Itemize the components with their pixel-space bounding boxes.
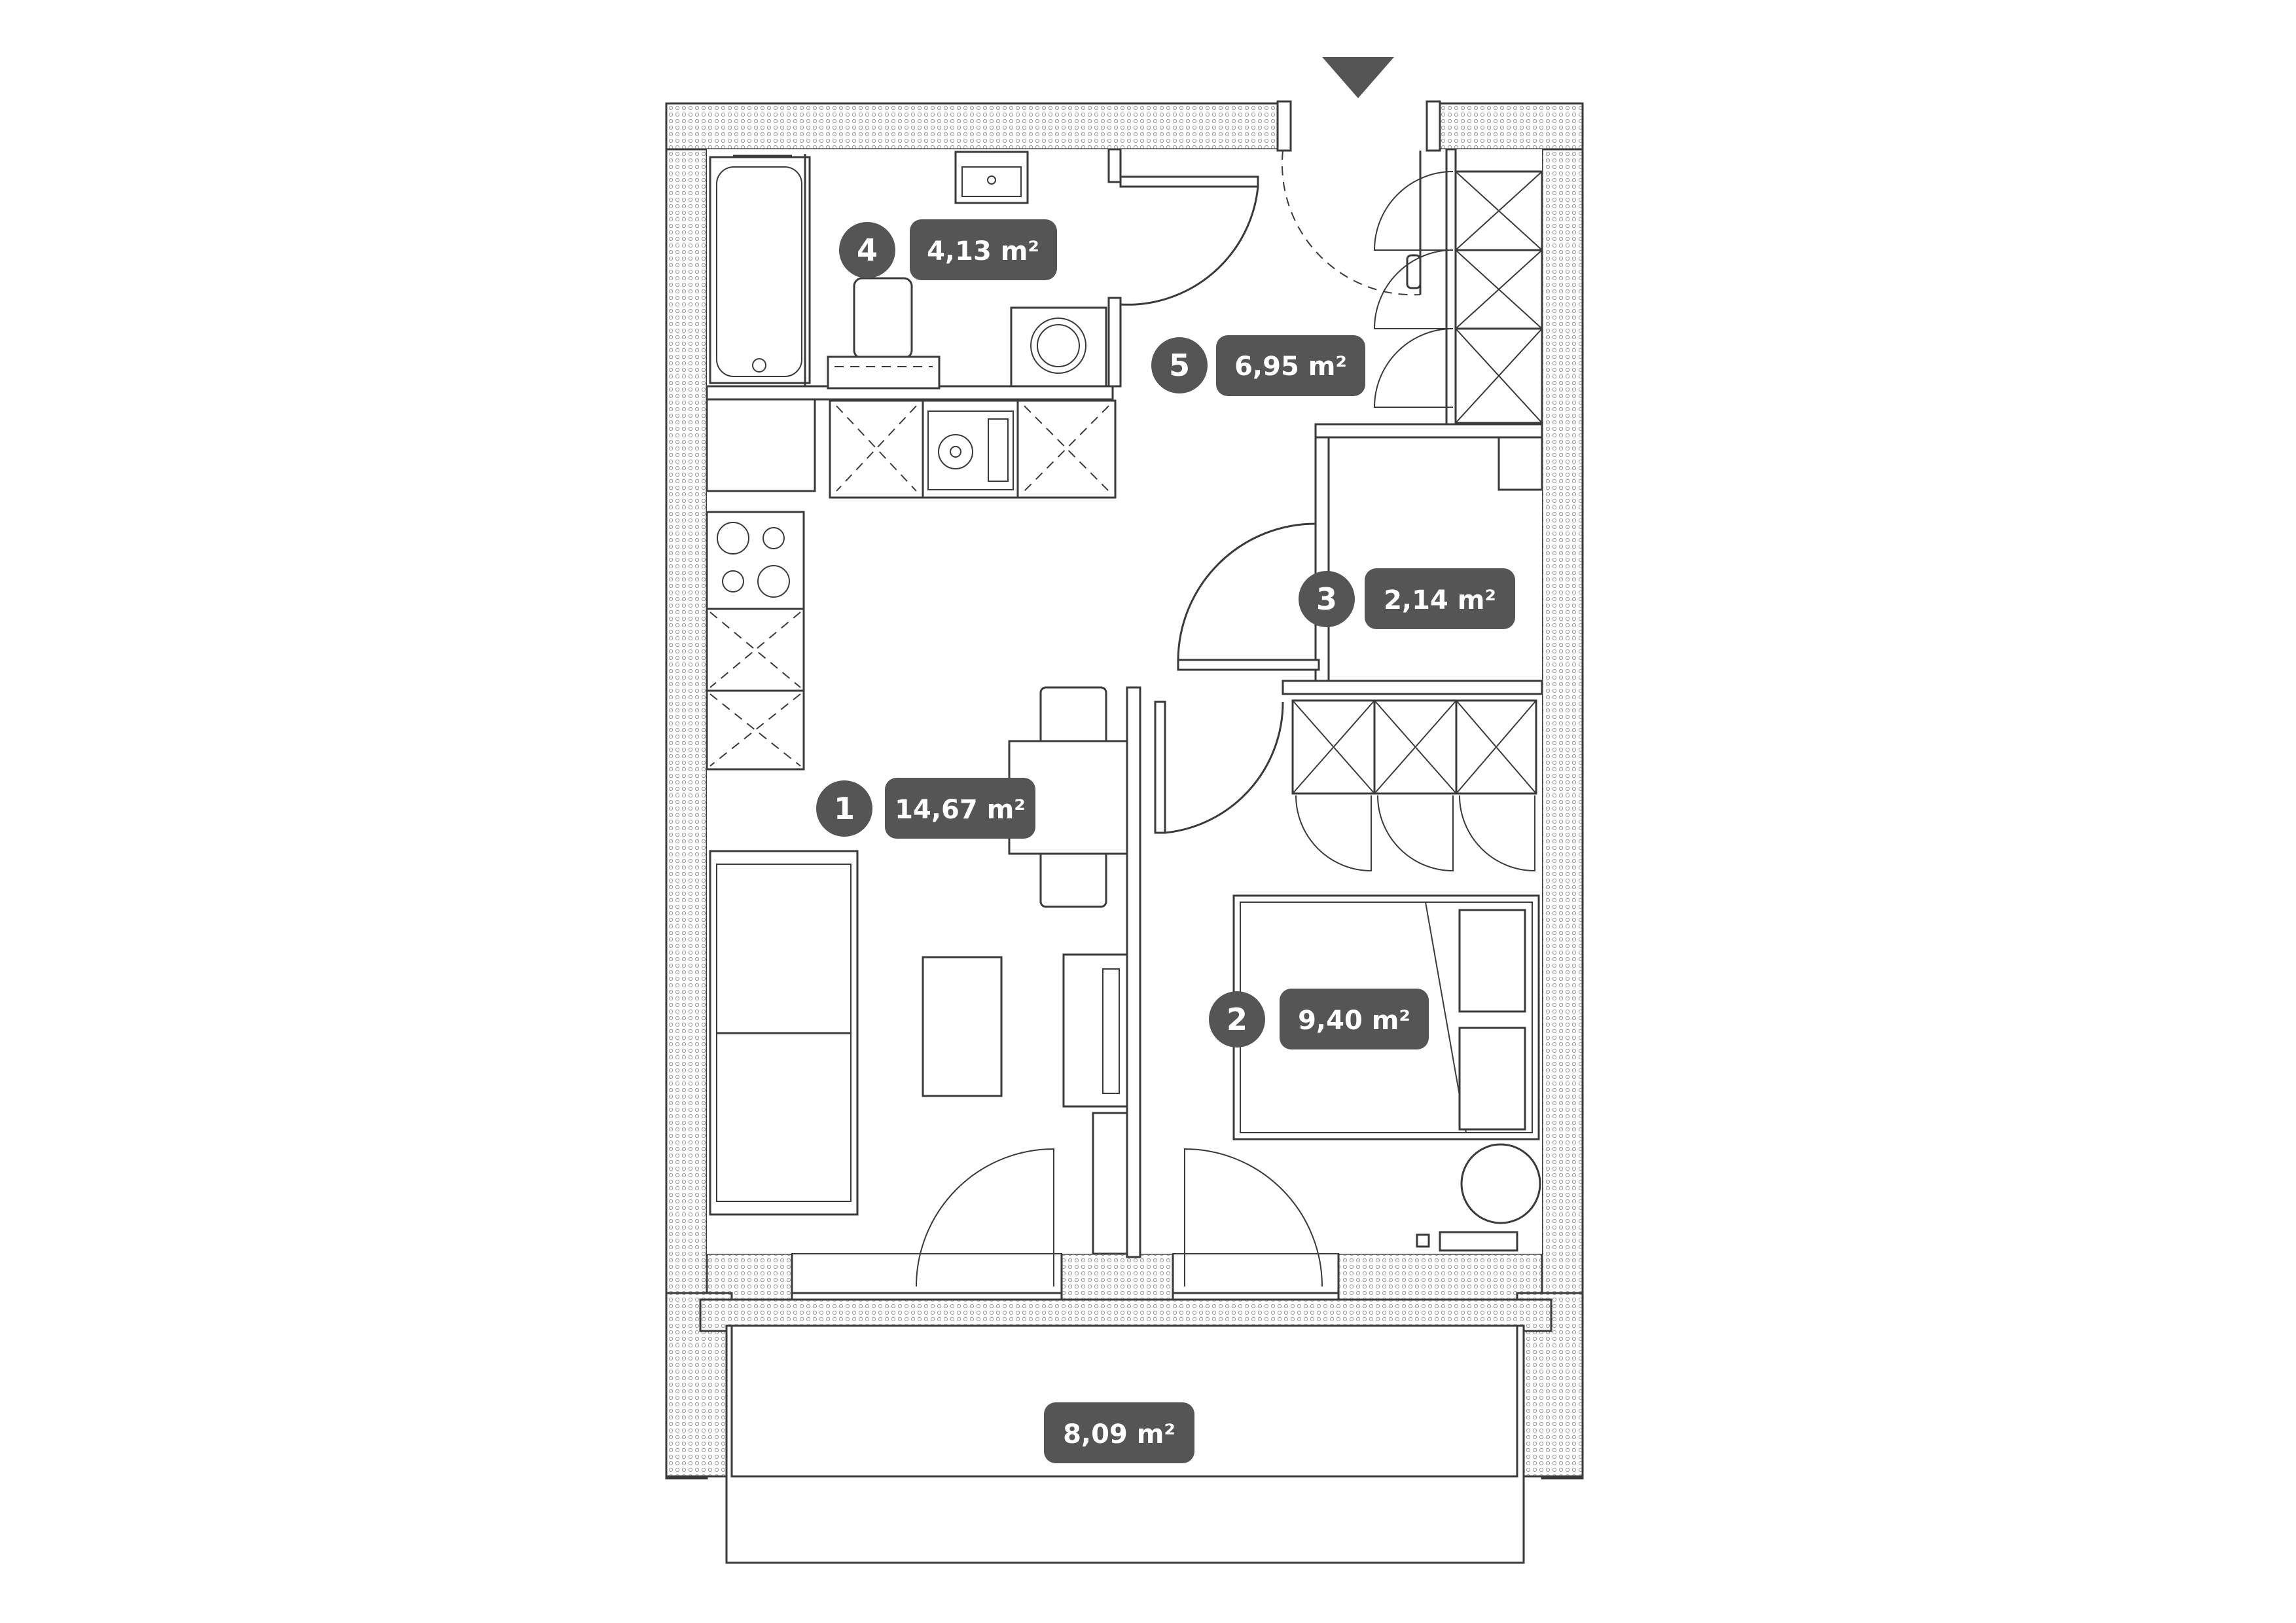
closet-door: [1177, 522, 1320, 671]
bathroom-sink: [954, 151, 1029, 204]
room-area: 4,13 m²: [927, 236, 1039, 266]
kitchen-counter: [829, 399, 1117, 499]
room-5-badge: 5: [1151, 337, 1208, 393]
bathroom-door: [1119, 175, 1259, 306]
room-2-area: 9,40 m²: [1280, 989, 1429, 1049]
partitions: [706, 148, 1543, 1258]
room-1-badge: 1: [816, 780, 872, 837]
outer-walls: [665, 102, 1584, 1480]
room-2-badge: 2: [1209, 991, 1265, 1048]
bathtub: [709, 154, 811, 386]
radiator: [1416, 1231, 1518, 1252]
hall-wardrobe: [1373, 170, 1543, 424]
room-area: 9,40 m²: [1298, 1006, 1410, 1036]
room-3-area: 2,14 m²: [1365, 568, 1515, 629]
room-4-badge: 4: [839, 222, 895, 278]
bedroom-wardrobe: [1291, 699, 1537, 872]
room-number: 2: [1227, 1002, 1247, 1037]
entrance-door: [1276, 100, 1441, 296]
coffee-table: [922, 956, 1003, 1097]
balcony: [699, 1298, 1552, 1564]
room-number: 1: [834, 791, 855, 826]
room-3-badge: 3: [1299, 571, 1355, 627]
bedroom-door: [1154, 701, 1284, 834]
room-area: 14,67 m²: [895, 795, 1026, 825]
room-area: 6,95 m²: [1234, 352, 1347, 382]
balcony-area: 8,09 m²: [1044, 1402, 1194, 1463]
sofa: [709, 850, 859, 1216]
tv-cabinet: [1062, 953, 1128, 1255]
room-4-area: 4,13 m²: [910, 219, 1057, 280]
toilet: [827, 277, 941, 390]
room-number: 5: [1169, 348, 1190, 383]
cooktop: [706, 511, 805, 610]
room-1-area: 14,67 m²: [885, 778, 1035, 839]
room-number: 3: [1316, 581, 1337, 617]
kitchen-lower-cabinets: [706, 608, 805, 771]
room-area: 2,14 m²: [1384, 585, 1496, 615]
washing-machine: [1010, 306, 1107, 388]
bedroom-round-table: [1460, 1143, 1541, 1224]
room-5-area: 6,95 m²: [1216, 335, 1365, 396]
room-number: 4: [857, 232, 878, 268]
entrance-arrow-icon: [1322, 57, 1394, 98]
balcony-area-text: 8,09 m²: [1063, 1419, 1175, 1450]
